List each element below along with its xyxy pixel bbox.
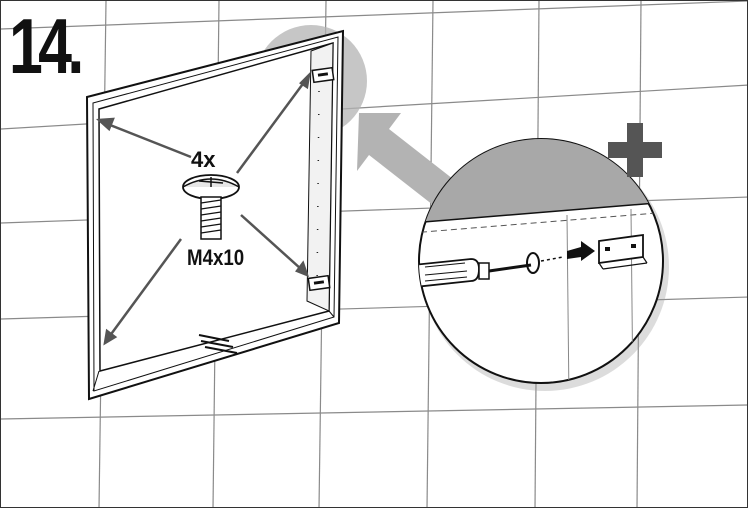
- screw-icon: [182, 174, 240, 240]
- mounting-bracket-bottom: [307, 274, 331, 292]
- bracket-detail: [598, 233, 648, 270]
- insertion-arrow: [567, 241, 595, 261]
- screwdriver-icon: [419, 252, 564, 288]
- detail-magnifier: [418, 138, 669, 391]
- direction-arrows: [95, 71, 311, 346]
- plus-icon: [608, 123, 662, 177]
- zoom-arrow: [357, 113, 453, 205]
- bottom-clip: [198, 334, 238, 354]
- step-number: 14.: [9, 2, 84, 90]
- screw-size-label: M4x10: [187, 245, 245, 270]
- mounting-bracket-top: [311, 66, 335, 84]
- screw-quantity-label: 4x: [191, 147, 216, 172]
